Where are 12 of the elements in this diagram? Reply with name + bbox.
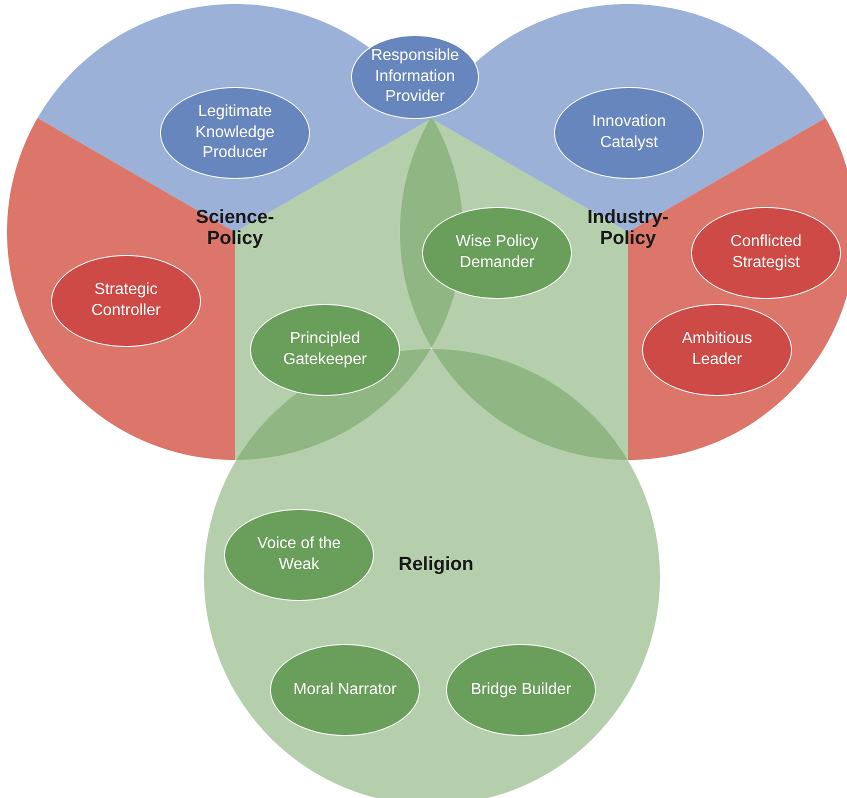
role-label: Wise Policy Demander xyxy=(454,232,540,273)
role-label: Legitimate Knowledge Producer xyxy=(194,102,276,164)
role-label: Strategic Controller xyxy=(90,280,162,321)
role-label: Voice of the Weak xyxy=(256,534,342,575)
role-label: Moral Narrator xyxy=(293,680,397,700)
role-label: Innovation Catalyst xyxy=(591,112,667,153)
role-label: Conflicted Strategist xyxy=(729,232,803,273)
role-label: Bridge Builder xyxy=(470,680,572,700)
role-label: Ambitious Leader xyxy=(680,329,754,370)
region-label: Religion xyxy=(398,555,474,576)
role-label: Responsible Information Provider xyxy=(370,46,460,108)
role-label: Principled Gatekeeper xyxy=(282,329,368,370)
